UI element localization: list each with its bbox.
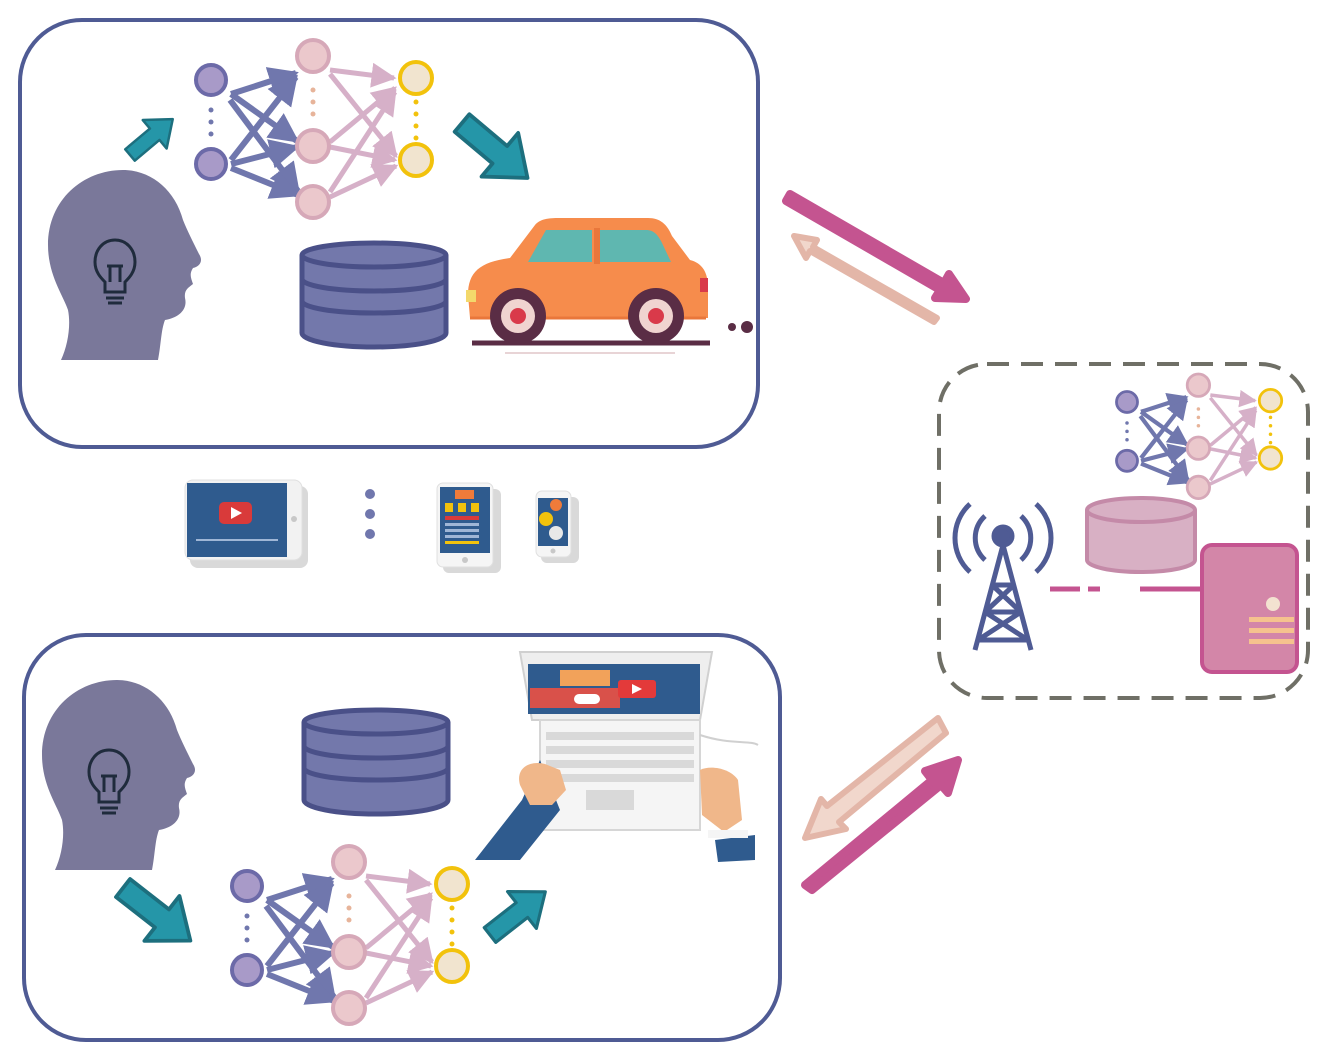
upload-arrow-bottom	[801, 756, 962, 894]
client-box-vehicle	[18, 18, 760, 449]
server-box-icon	[1200, 543, 1299, 674]
download-arrow-bottom	[802, 715, 949, 841]
car-icon	[466, 218, 753, 354]
tablet-video-icon	[184, 479, 308, 568]
vertical-ellipsis	[365, 489, 375, 539]
laptop-icon	[475, 651, 759, 862]
download-arrow-top	[791, 233, 940, 325]
phone-chat-icon	[535, 490, 579, 563]
database-icon	[304, 710, 448, 814]
database-icon	[302, 243, 446, 347]
client-box-laptop	[22, 633, 782, 1042]
tablet-document-icon	[436, 482, 501, 573]
upload-arrow-top	[782, 190, 970, 303]
database-icon	[1085, 496, 1197, 574]
cell-tower-icon	[952, 502, 1054, 651]
server-box	[937, 362, 1310, 700]
